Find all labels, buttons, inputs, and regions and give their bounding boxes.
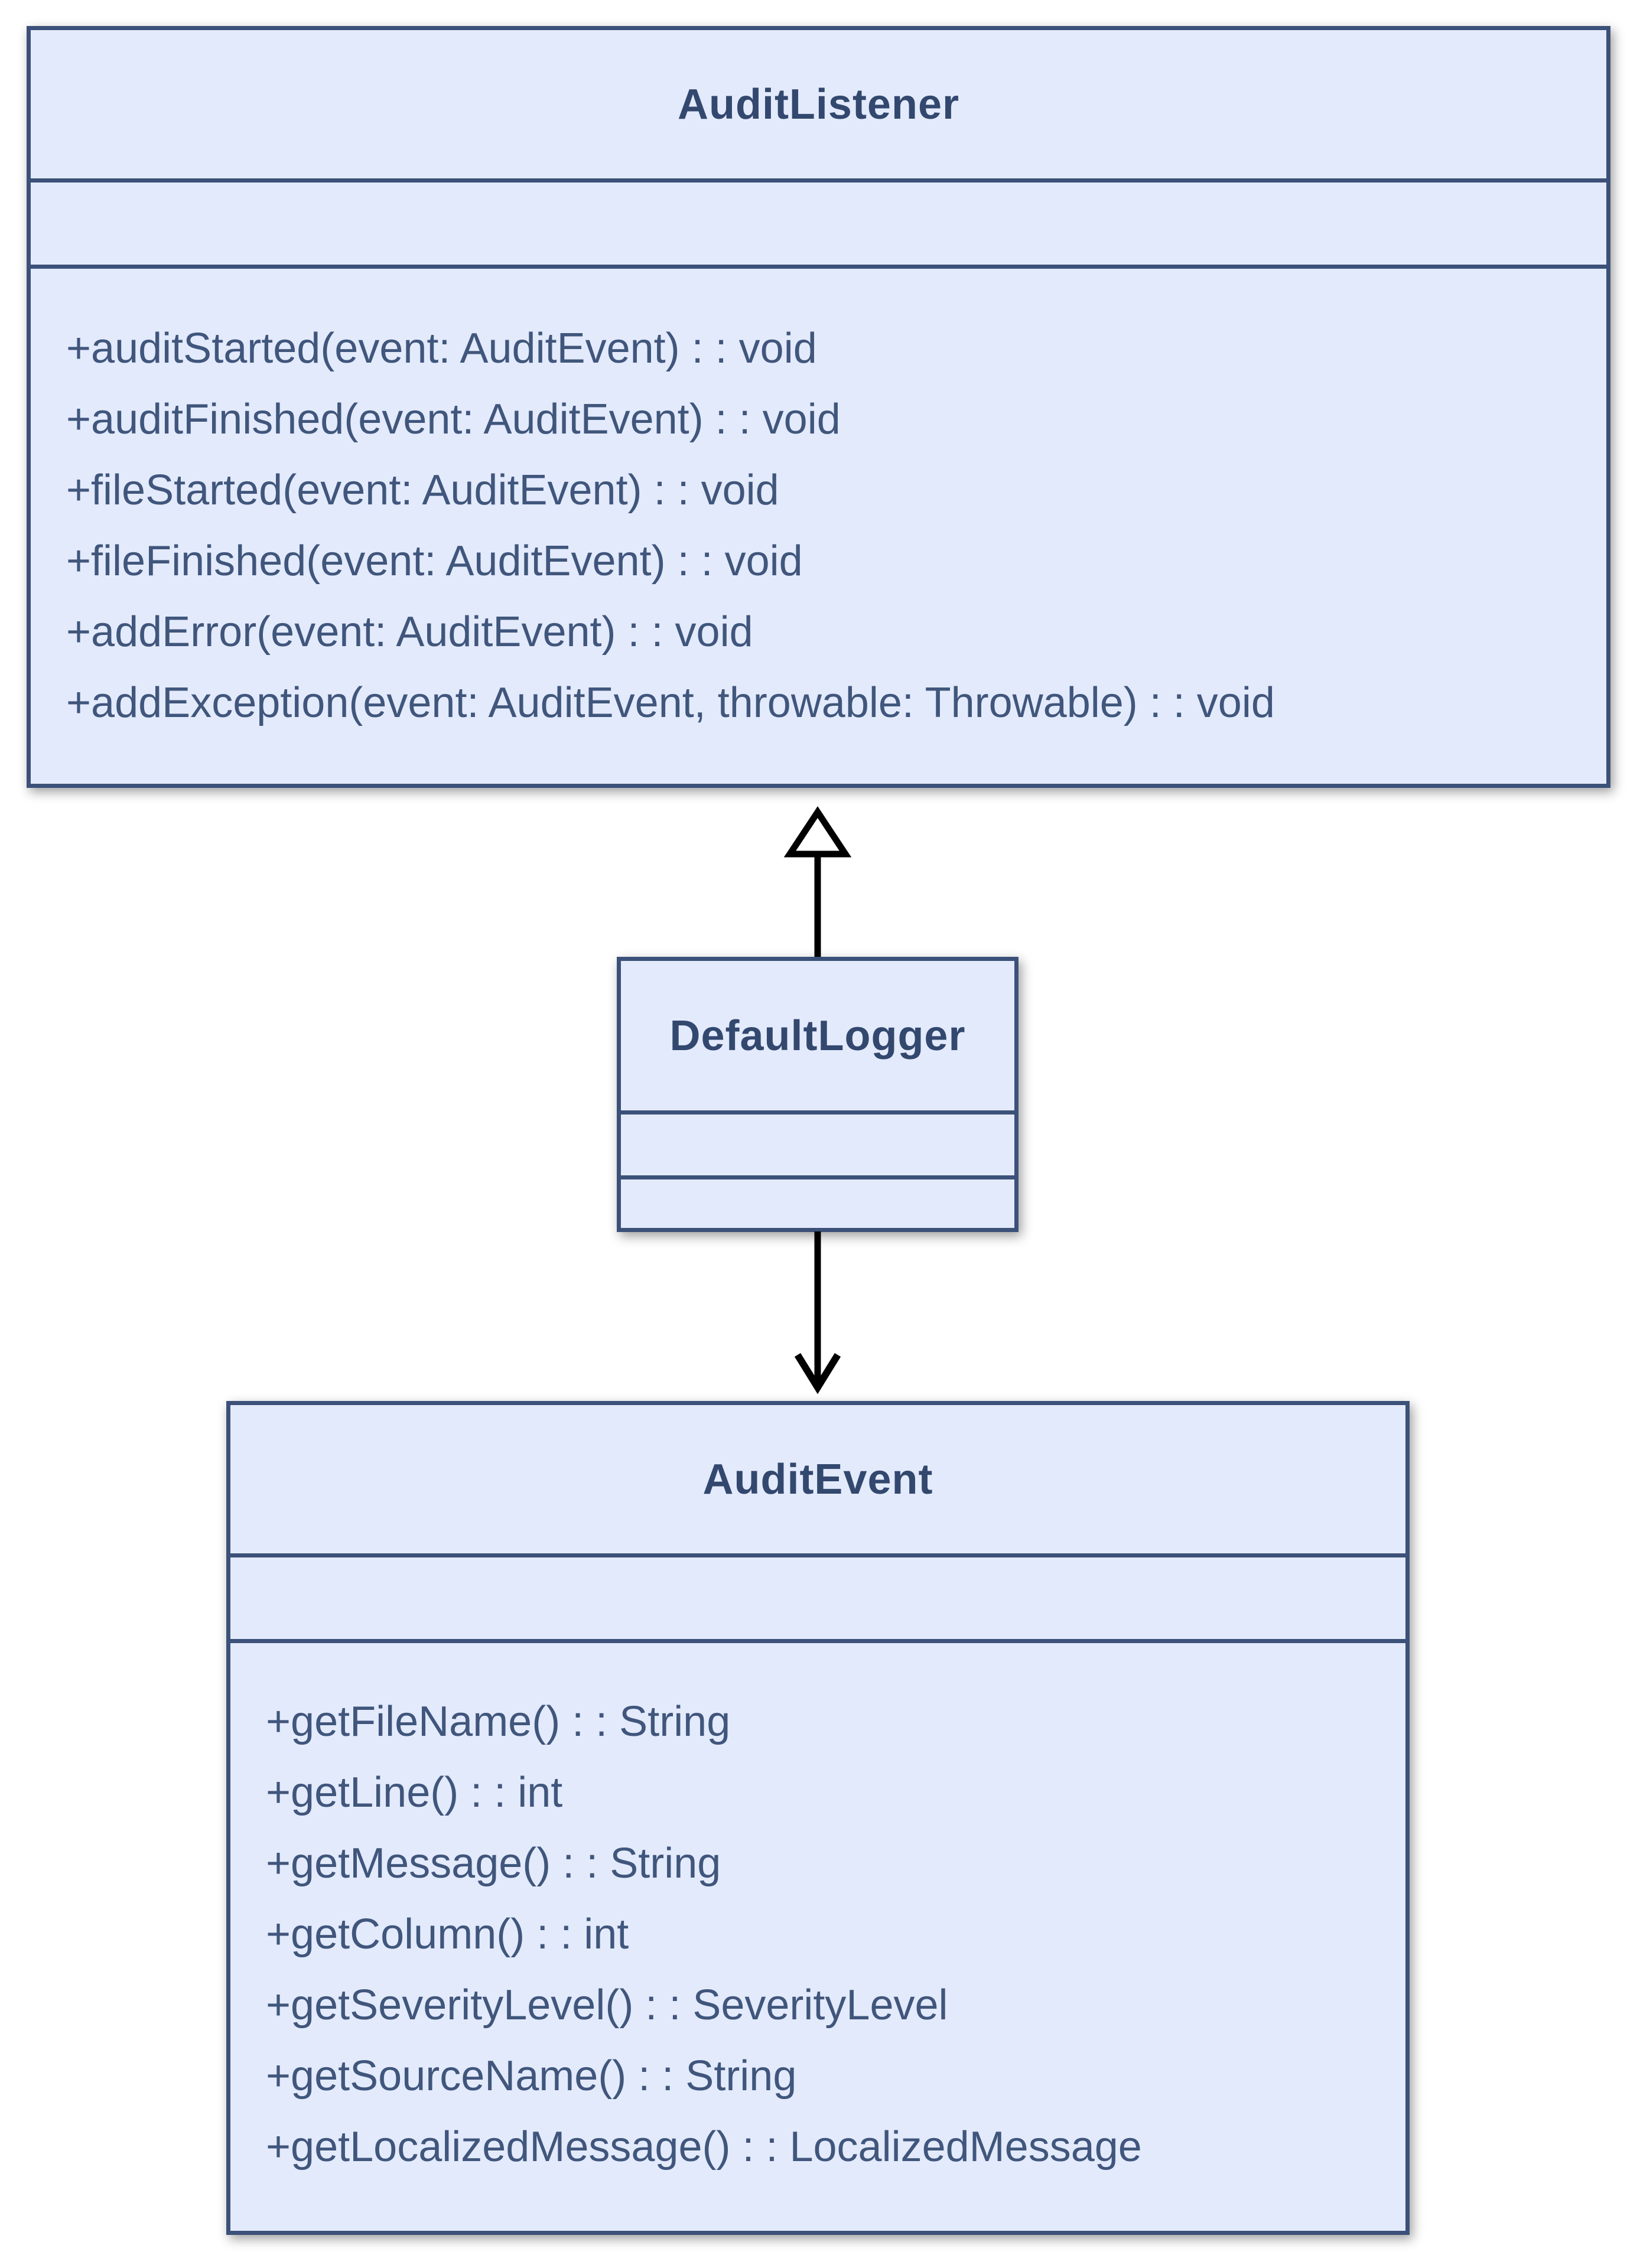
class-title-auditlistener: AuditListener [677, 80, 960, 128]
realization-arrow [783, 806, 852, 957]
attributes-compartment-auditlistener [31, 178, 1606, 265]
attributes-compartment-defaultlogger [621, 1110, 1014, 1175]
open-arrowhead-icon [794, 1353, 841, 1394]
method-item: +auditStarted(event: AuditEvent) : : voi… [66, 325, 817, 372]
method-item: +getSourceName() : : String [266, 2052, 797, 2100]
method-item: +fileStarted(event: AuditEvent) : : void [66, 467, 779, 514]
attributes-compartment-auditevent [230, 1553, 1405, 1639]
class-box-auditlistener: AuditListener +auditStarted(event: Audit… [27, 26, 1610, 788]
method-item: +getSeverityLevel() : : SeverityLevel [266, 1982, 948, 2029]
class-box-auditevent: AuditEvent +getFileName() : : String +ge… [226, 1401, 1410, 2235]
methods-compartment-defaultlogger [621, 1175, 1014, 1228]
method-item: +auditFinished(event: AuditEvent) : : vo… [66, 396, 841, 443]
method-item: +getMessage() : : String [266, 1840, 721, 1887]
method-item: +fileFinished(event: AuditEvent) : : voi… [66, 537, 803, 585]
method-item: +getFileName() : : String [266, 1698, 731, 1745]
class-title-defaultlogger: DefaultLogger [669, 1012, 966, 1060]
hollow-triangle-arrowhead-icon [783, 806, 852, 858]
class-title-auditevent: AuditEvent [702, 1455, 933, 1503]
method-item: +getLine() : : int [266, 1769, 563, 1816]
method-item: +getColumn() : : int [266, 1911, 629, 1958]
class-box-defaultlogger: DefaultLogger [617, 957, 1019, 1232]
method-item: +addError(event: AuditEvent) : : void [66, 608, 753, 656]
method-item: +getLocalizedMessage() : : LocalizedMess… [266, 2123, 1142, 2171]
method-item: +addException(event: AuditEvent, throwab… [66, 679, 1275, 726]
methods-compartment-auditevent: +getFileName() : : String +getLine() : :… [230, 1639, 1405, 2231]
association-arrow [794, 1231, 841, 1394]
methods-compartment-auditlistener: +auditStarted(event: AuditEvent) : : voi… [31, 265, 1606, 784]
